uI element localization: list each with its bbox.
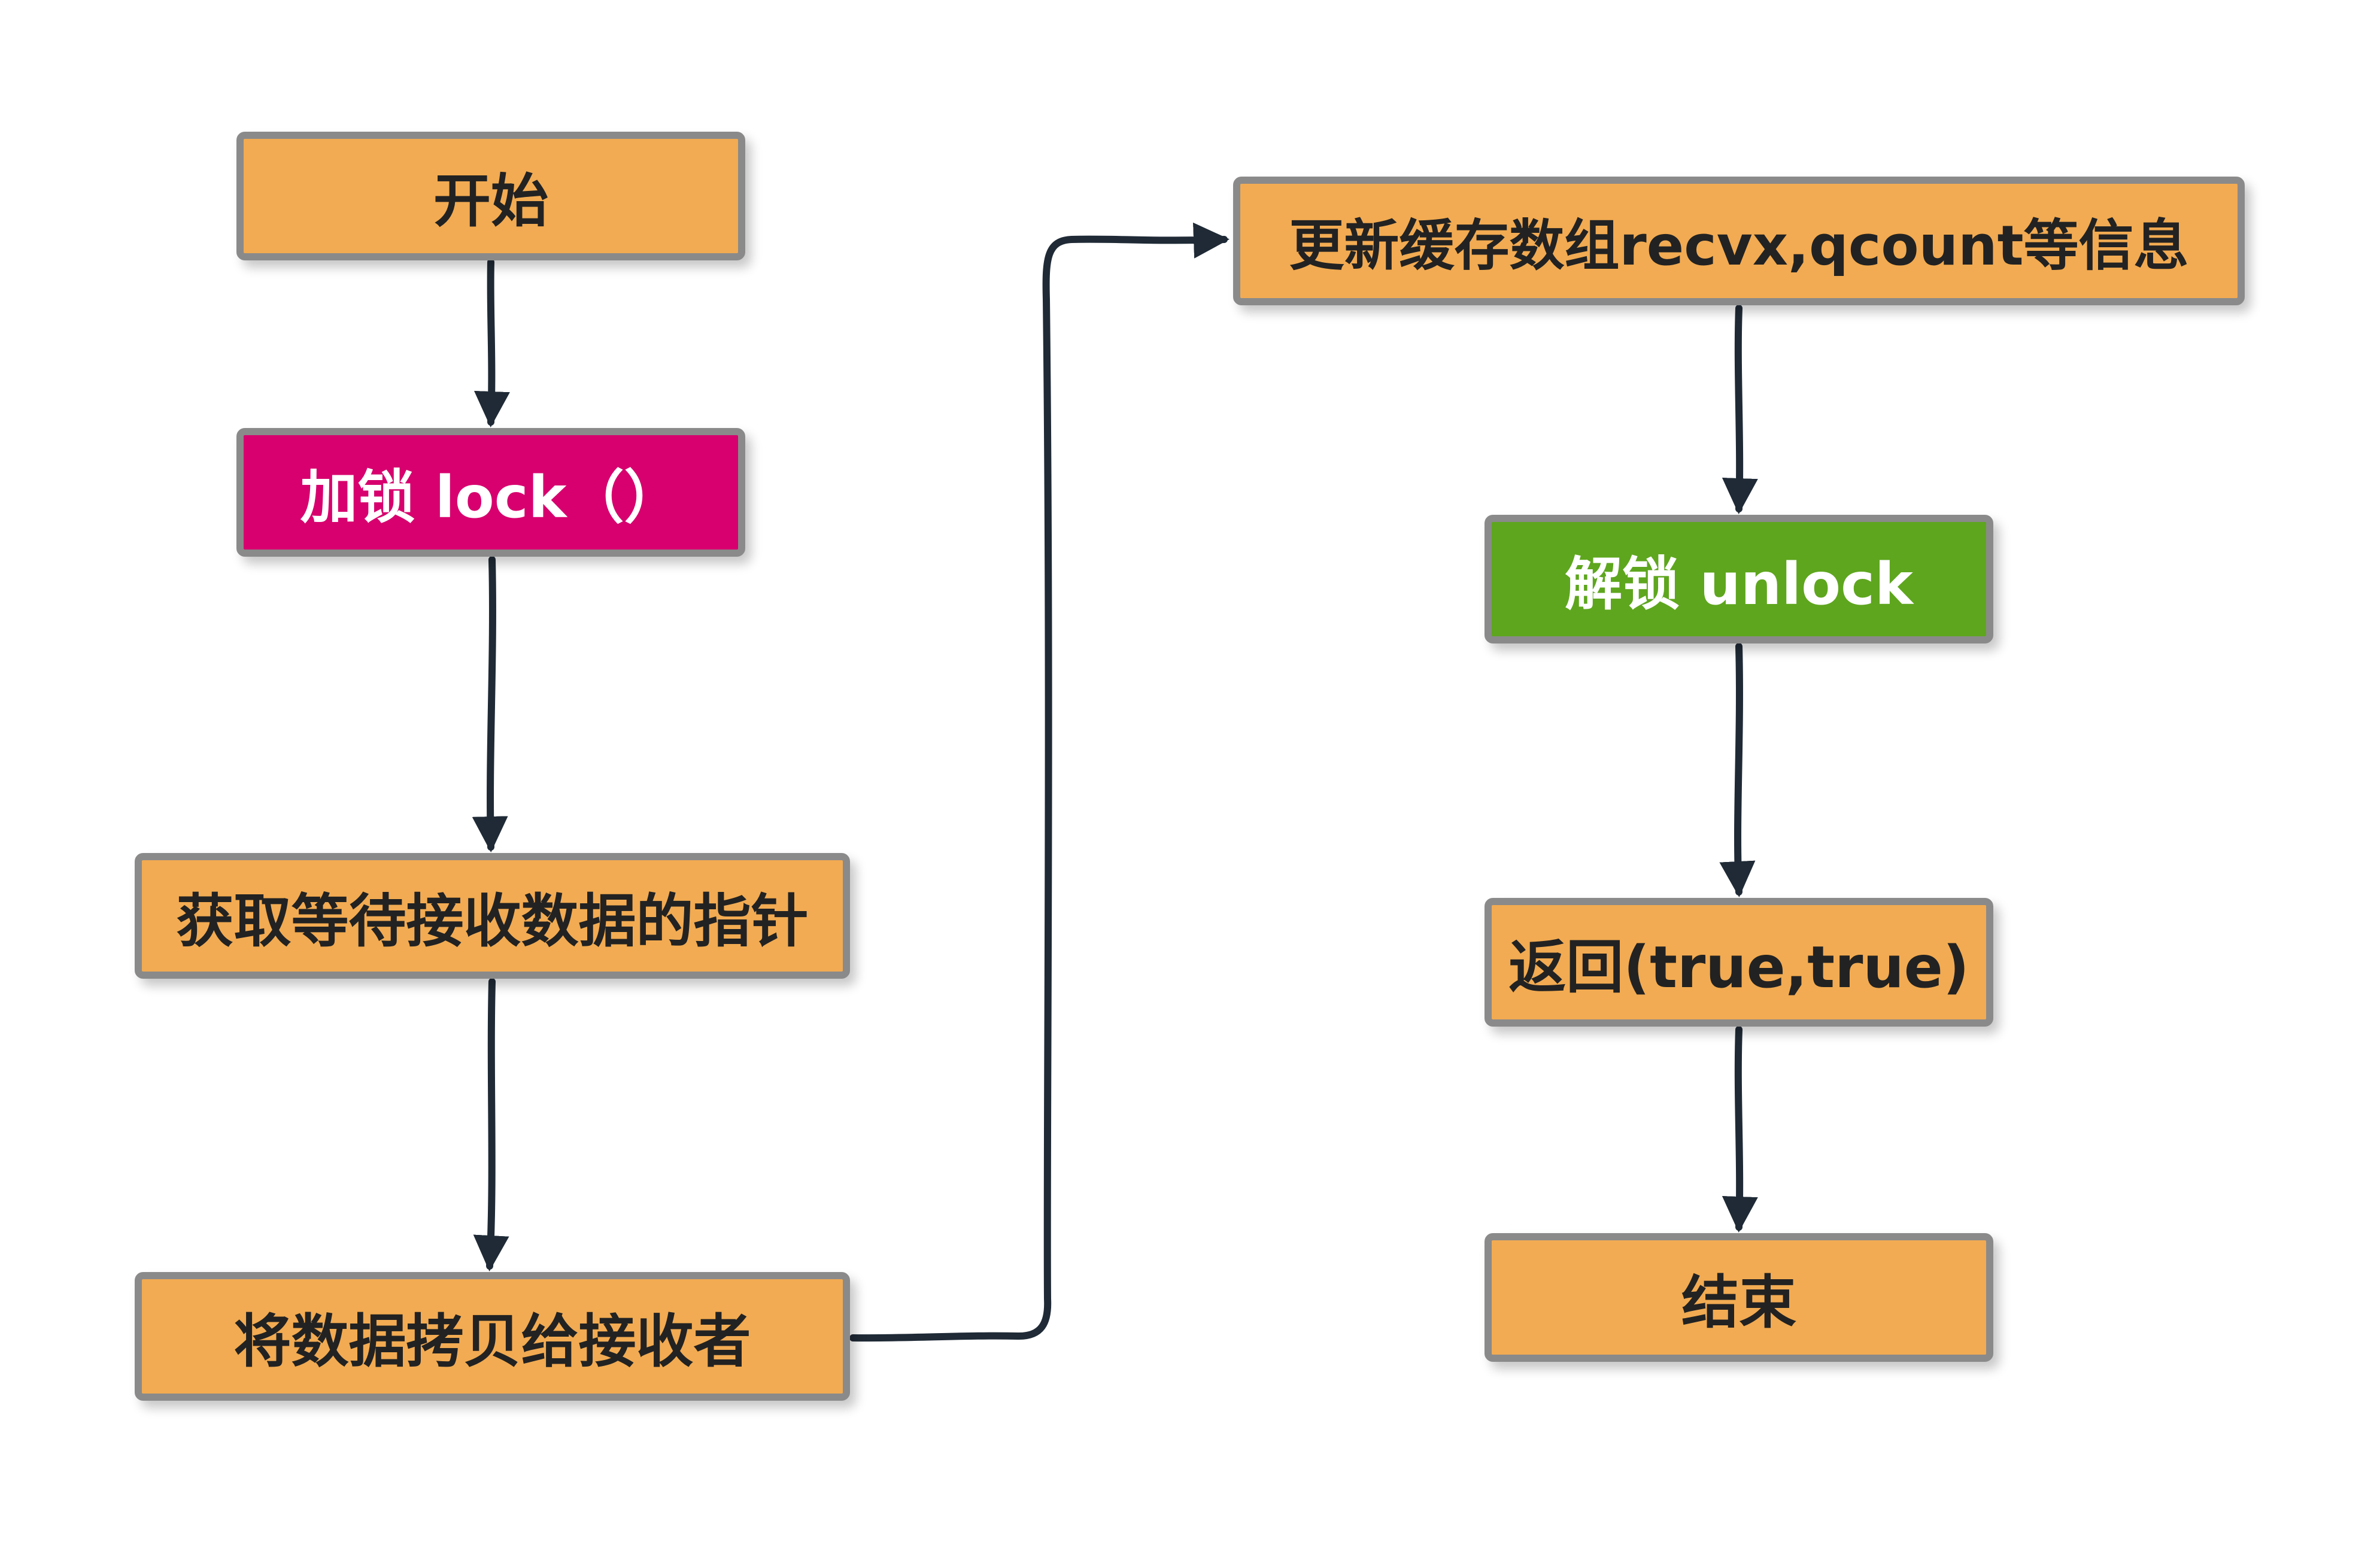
arrow-unlock-to-return xyxy=(1719,643,1756,897)
get-pointer-node: 获取等待接收数据的指针 xyxy=(135,853,850,979)
lock-node-label: 加锁 lock（） xyxy=(300,464,682,531)
end-node: 结束 xyxy=(1485,1233,1993,1362)
return-node: 返回(true,true) xyxy=(1485,898,1993,1027)
update-info-node: 更新缓存数组recvx,qcount等信息 xyxy=(1233,177,2245,305)
end-node-label: 结束 xyxy=(1681,1269,1796,1336)
copy-data-node: 将数据拷贝给接收者 xyxy=(135,1272,850,1401)
lock-node: 加锁 lock（） xyxy=(236,428,745,557)
unlock-node-label: 解锁 unlock xyxy=(1565,551,1913,618)
copy-data-node-label: 将数据拷贝给接收者 xyxy=(233,1308,751,1375)
return-node-label: 返回(true,true) xyxy=(1508,934,1969,1001)
start-node: 开始 xyxy=(236,132,745,260)
arrow-get-to-copy xyxy=(473,978,509,1271)
arrow-update-to-unlock xyxy=(1722,305,1758,514)
start-node-label: 开始 xyxy=(433,168,548,235)
arrow-start-to-lock xyxy=(473,259,510,427)
arrow-lock-to-get xyxy=(472,556,508,852)
unlock-node: 解锁 unlock xyxy=(1485,515,1993,643)
update-info-node-label: 更新缓存数组recvx,qcount等信息 xyxy=(1289,214,2189,278)
arrow-copy-to-update xyxy=(849,222,1230,1342)
get-pointer-node-label: 获取等待接收数据的指针 xyxy=(176,887,809,955)
arrow-return-to-end xyxy=(1722,1026,1758,1233)
